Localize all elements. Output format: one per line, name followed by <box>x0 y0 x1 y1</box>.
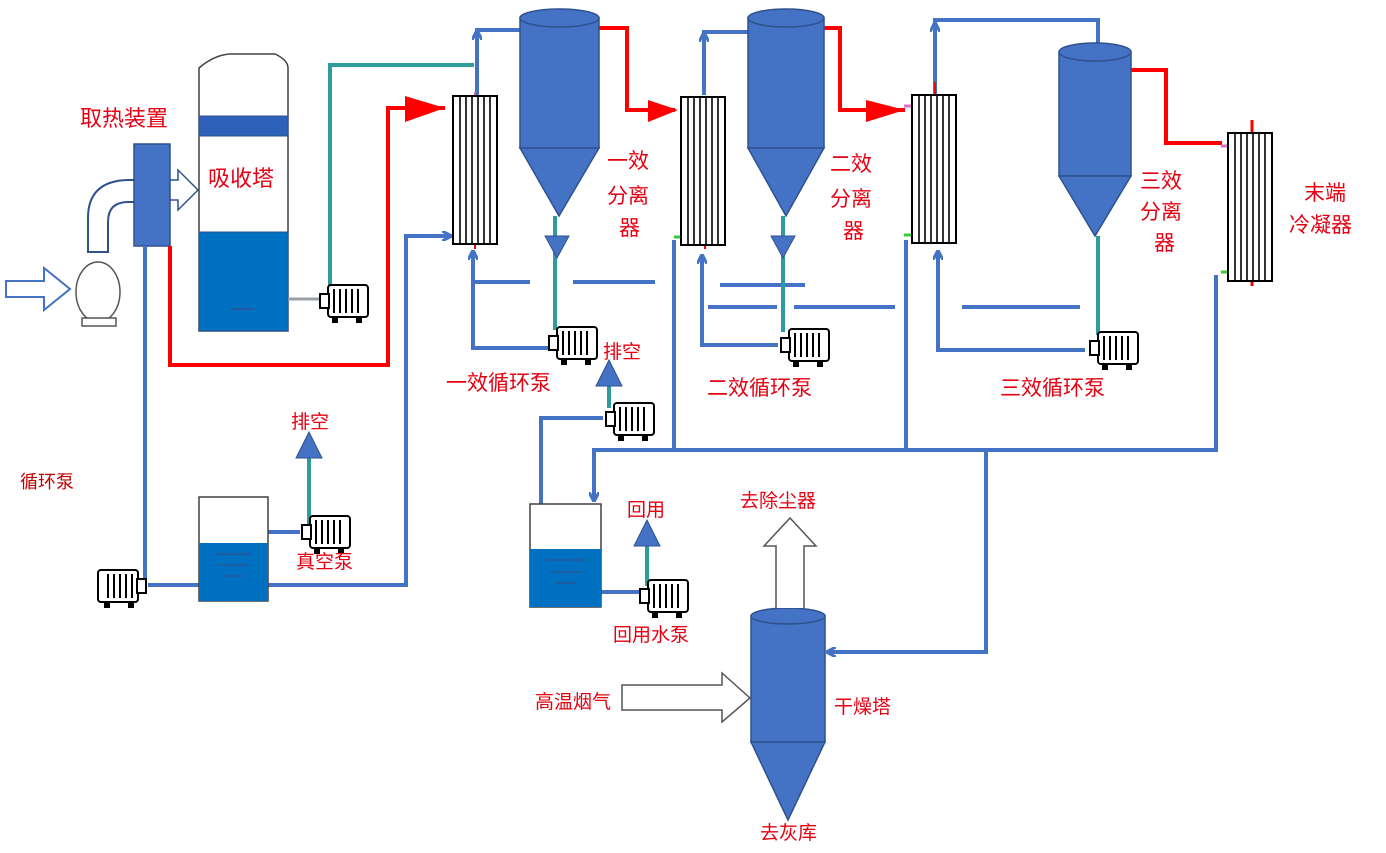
reuse-pump-label: 回用水泵 <box>613 624 689 646</box>
heat-exchanger-1 <box>452 95 498 245</box>
heat-device-outlet-arrow <box>169 168 200 212</box>
separator-2-label-line1: 二效 <box>830 152 872 176</box>
vent-icon-2 <box>595 358 623 387</box>
pump-icon-3 <box>1089 331 1139 371</box>
heat-exchanger-2 <box>680 96 726 246</box>
separator-3 <box>1057 42 1133 238</box>
separator-2 <box>746 8 826 260</box>
absorber-label: 吸收塔 <box>208 167 274 192</box>
reuse-outlet-icon <box>633 518 661 547</box>
ash-storage-label: 去灰库 <box>760 822 817 844</box>
reuse-label: 回用 <box>627 499 665 521</box>
vent-1-label: 排空 <box>291 411 329 433</box>
separator-3-label-line2: 分离 <box>1140 200 1182 224</box>
separator-2-label-line3: 器 <box>843 219 864 243</box>
teal-pipes <box>288 63 1100 586</box>
pump-1-label: 一效循环泵 <box>446 371 551 395</box>
vacuum-pump-label: 真空泵 <box>296 551 353 573</box>
circulation-pump-icon <box>97 569 147 609</box>
vent-icon-1 <box>295 430 323 459</box>
heat-device <box>133 143 171 247</box>
steam-pipes <box>168 26 1254 367</box>
blue-pipes <box>138 18 1218 652</box>
drying-tower <box>749 607 827 822</box>
absorber-tower <box>198 53 289 332</box>
absorber-pump-icon <box>319 284 369 324</box>
vacuum-tank <box>198 496 269 602</box>
separator-1 <box>518 8 601 260</box>
reuse-pump-icon <box>639 579 689 619</box>
to-dust-collector-arrow <box>762 516 818 608</box>
end-condenser <box>1227 132 1273 282</box>
vent-2-label: 排空 <box>603 341 641 363</box>
separator-1-label-line1: 一效 <box>607 149 649 173</box>
pump-icon-2 <box>780 328 830 368</box>
pump-icon-1 <box>548 326 598 366</box>
condenser-label-line2: 冷凝器 <box>1289 213 1352 237</box>
separator-1-label-line3: 器 <box>619 216 640 240</box>
separator-1-label-line2: 分离 <box>607 184 649 208</box>
vent-pump-icon <box>605 402 655 442</box>
inlet-arrow <box>5 265 72 313</box>
flue-gas-label: 高温烟气 <box>535 691 611 713</box>
heat-exchanger-3 <box>911 94 957 244</box>
dryer-label: 干燥塔 <box>834 696 891 718</box>
condenser-label-line1: 末端 <box>1304 181 1346 205</box>
pump-2-label: 二效循环泵 <box>707 376 812 400</box>
flue-gas-arrow <box>621 671 752 724</box>
pump-3-label: 三效循环泵 <box>1000 376 1105 400</box>
separator-2-label-line2: 分离 <box>830 187 872 211</box>
circulation-pump-label: 循环泵 <box>20 472 74 493</box>
to-dust-collector-label: 去除尘器 <box>740 490 816 512</box>
vacuum-pump-icon <box>301 515 351 555</box>
separator-3-label-line3: 器 <box>1154 231 1175 255</box>
reuse-tank <box>529 503 602 608</box>
heat-device-label: 取热装置 <box>80 107 168 132</box>
separator-3-label-line1: 三效 <box>1140 169 1182 193</box>
blower-fan <box>75 179 136 327</box>
